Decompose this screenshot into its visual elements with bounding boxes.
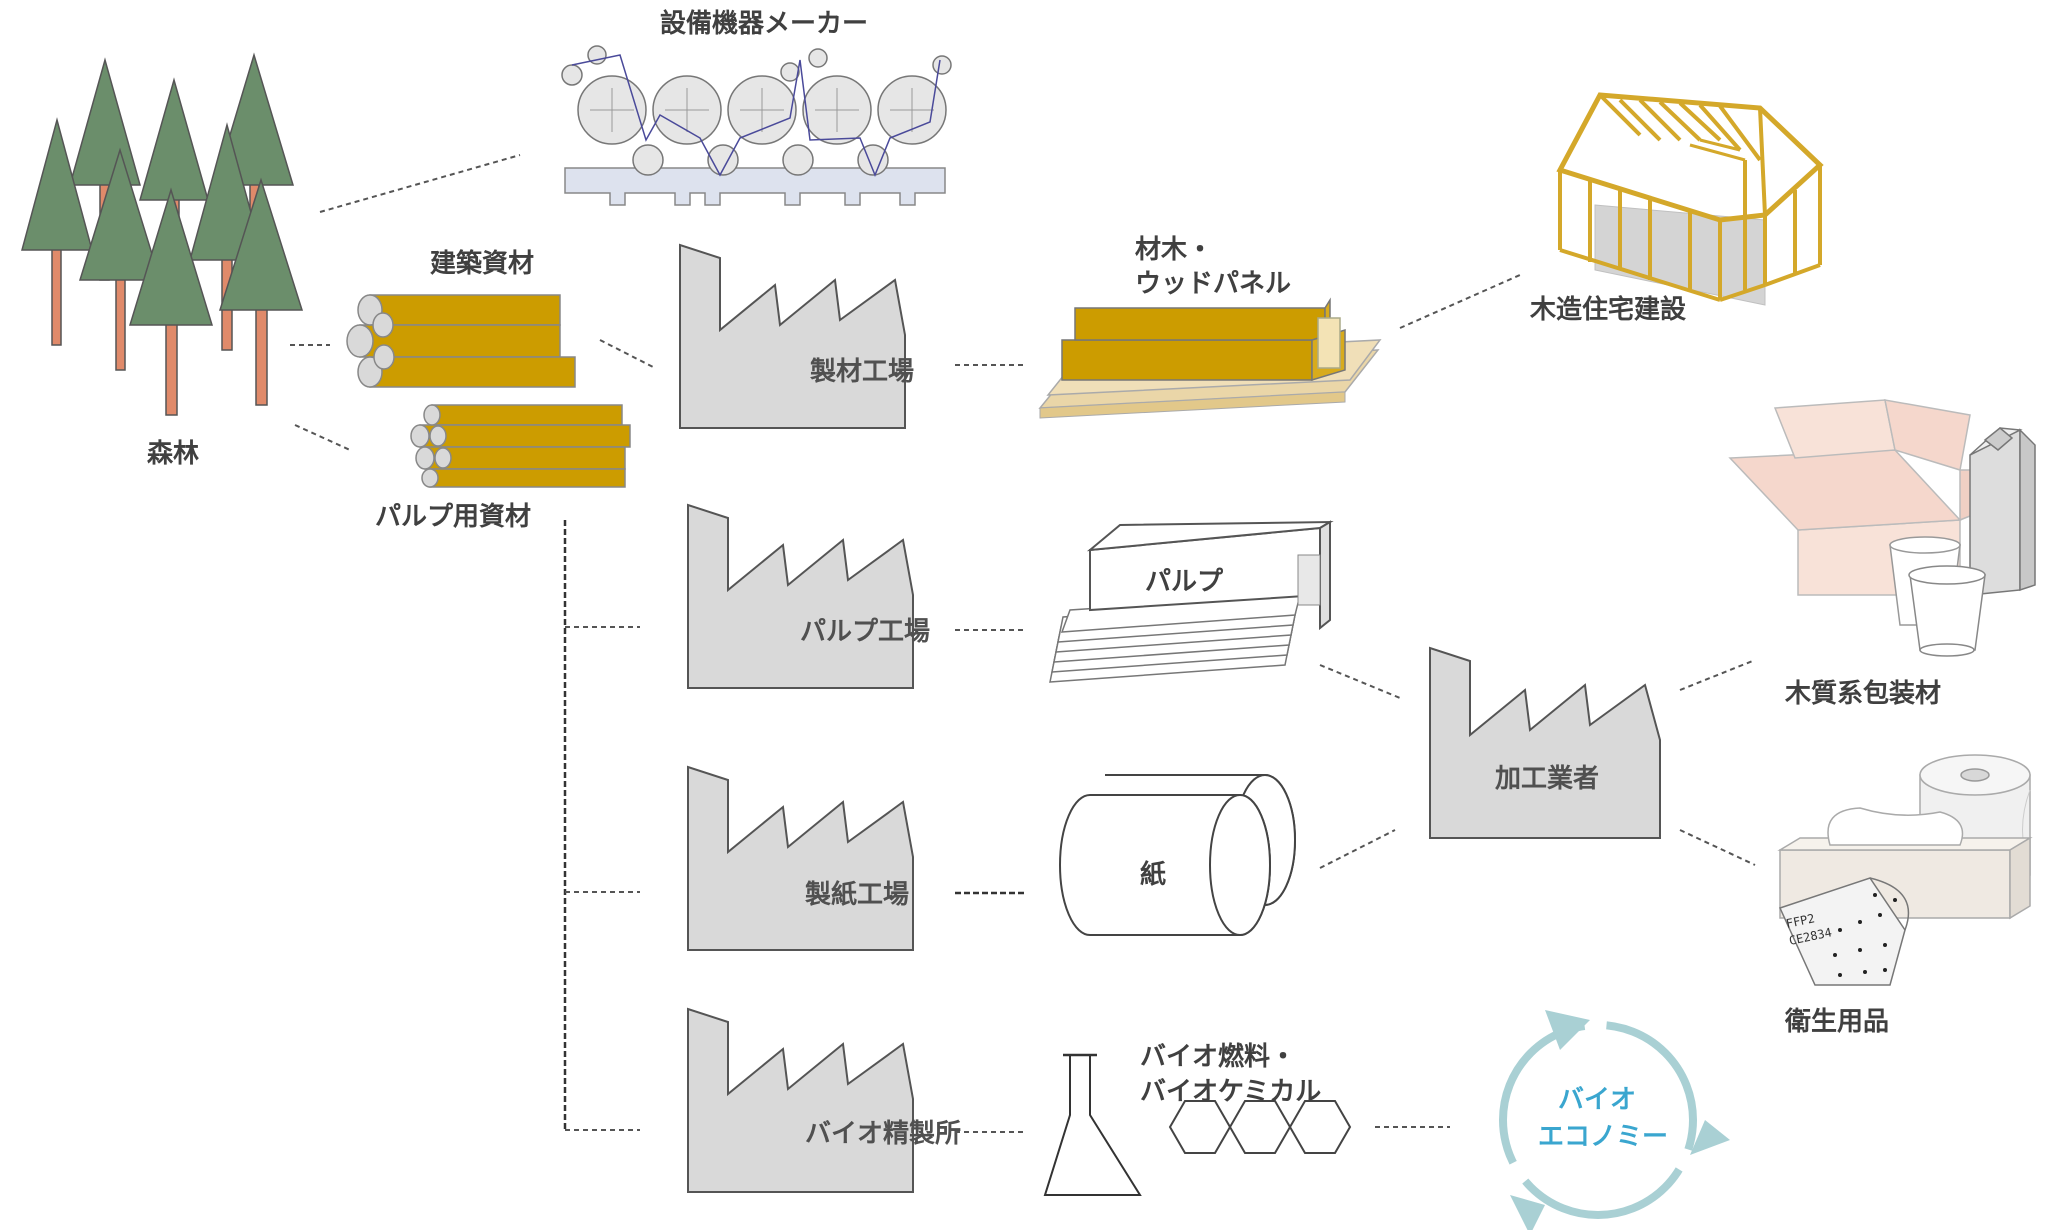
paper-roll-icon	[1059, 774, 1296, 936]
connector-lumber-house	[1399, 274, 1521, 329]
wood-packaging-label: 木質系包装材	[1784, 678, 1941, 709]
connector-forest-pulp	[294, 424, 351, 451]
paper-machine-icon	[561, 45, 952, 206]
cycle-arrows-icon	[1496, 1010, 1730, 1230]
connector-logs-sawmill	[599, 339, 656, 369]
sawmill-factory-icon	[679, 243, 906, 429]
construction-log-icon	[346, 294, 576, 388]
hygiene-label: 衛生用品	[1784, 1007, 1889, 1037]
hexagon-molecule-icon	[1168, 1100, 1352, 1154]
bioeconomy-label-line1: バイオ	[1558, 1085, 1636, 1115]
processor-label: 加工業者	[1495, 764, 1599, 794]
pulp-label: パルプ	[1145, 567, 1224, 597]
biofuel-label-line2: バイオケミカル	[1140, 1077, 1321, 1107]
bioeconomy-label-line2: エコノミー	[1538, 1122, 1668, 1152]
flask-icon	[1043, 1053, 1142, 1196]
lumber-stack-icon	[1038, 297, 1382, 419]
connector-processor-packaging	[1679, 659, 1756, 691]
house-frame-icon	[1556, 92, 1824, 306]
processor-factory-icon	[1429, 646, 1661, 839]
paper-label: 紙	[1140, 859, 1166, 890]
biorefinery-factory-icon	[687, 1007, 914, 1193]
pulp-mill-factory-icon	[687, 503, 914, 689]
pulp-stack-icon	[1049, 520, 1334, 683]
lumber-label-line1: 材木・	[1135, 235, 1213, 265]
connector-processor-hygiene	[1679, 829, 1756, 866]
connector-paper-processor	[1319, 829, 1396, 869]
pulp-mill-label: パルプ工場	[800, 617, 930, 647]
paper-mill-factory-icon	[687, 765, 914, 951]
biofuel-label-line1: バイオ燃料・	[1140, 1042, 1296, 1072]
mask-text-1: FFP2	[1785, 911, 1816, 931]
biorefinery-label: バイオ精製所	[805, 1119, 961, 1149]
construction-material-label: 建築資材	[430, 248, 534, 279]
pulp-material-label: パルプ用資材	[375, 502, 531, 532]
paper-mill-label: 製紙工場	[805, 879, 909, 910]
forest-icon	[21, 52, 304, 416]
equipment-maker-label: 設備機器メーカー	[660, 8, 868, 39]
wooden-house-label: 木造住宅建設	[1529, 294, 1687, 325]
hygiene-products-icon: FFP2 CE2834	[1777, 754, 2033, 986]
lumber-label-line2: ウッドパネル	[1135, 269, 1291, 299]
sawmill-label: 製材工場	[810, 357, 914, 387]
pulp-log-icon	[410, 404, 631, 488]
connector-forest-equipment	[319, 154, 521, 213]
connector-pulp-processor	[1319, 664, 1401, 699]
packaging-icon	[1728, 399, 2036, 657]
forest-label: 森林	[147, 439, 199, 469]
